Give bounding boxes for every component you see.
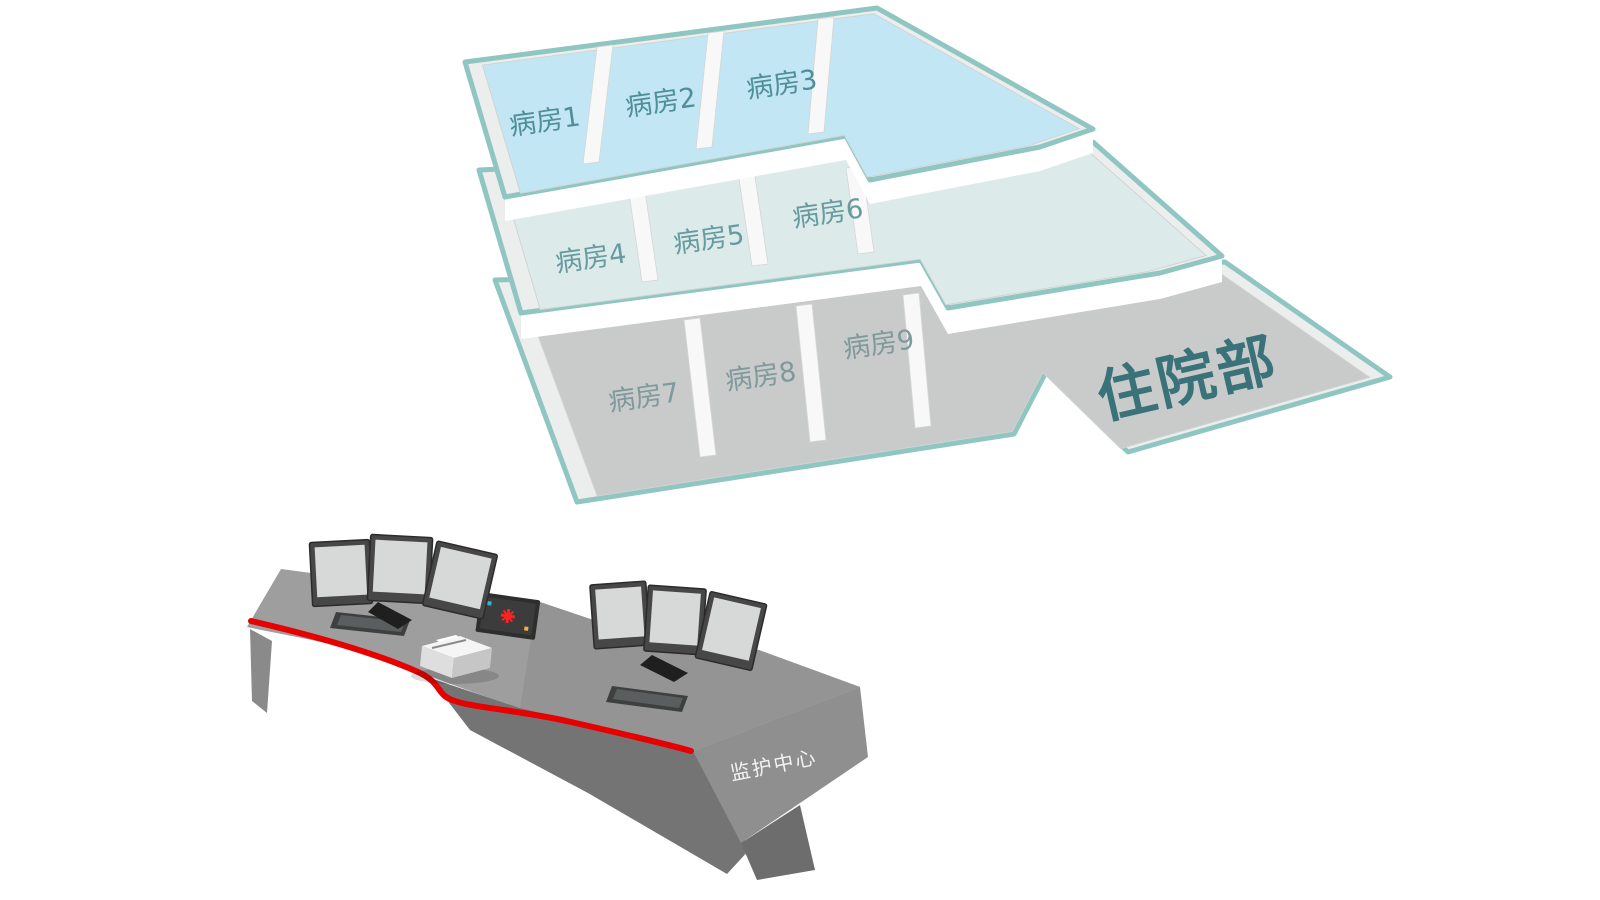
printer — [411, 635, 499, 684]
monitor-bank-left — [308, 533, 498, 620]
floor-gap — [521, 256, 1222, 339]
floor-3-wall-icon — [582, 44, 614, 165]
floor-1-wall-icon — [795, 303, 827, 443]
monitor — [643, 584, 707, 656]
desk-left-leg — [250, 629, 272, 713]
monitor — [422, 540, 498, 620]
desk-right-leg — [741, 805, 815, 880]
monitor-mount — [640, 655, 688, 682]
floor-3-wall-icon — [695, 30, 725, 150]
floor-gap — [505, 129, 1093, 221]
floor-1-surface — [518, 267, 1371, 497]
monitor-mount — [368, 602, 412, 629]
monitor-bank-right — [589, 580, 768, 672]
monitor — [694, 590, 768, 672]
red-cable — [248, 618, 694, 754]
console-front-panel — [693, 687, 868, 843]
floor-3-wall-icon — [807, 16, 835, 135]
monitor — [308, 538, 374, 608]
red-star-icon — [500, 608, 516, 624]
floor-3-surface — [481, 13, 1081, 194]
monitor — [589, 580, 651, 650]
floor-1-wall-icon — [902, 292, 932, 429]
monitoring-console: 监护中心 — [247, 533, 868, 880]
monitor — [366, 533, 434, 605]
keyboard — [606, 686, 688, 712]
floor-3-slab: 病房1 病房2 病房3 — [462, 5, 1096, 200]
desk-pedestal — [430, 678, 750, 874]
floor-1-wall-icon — [683, 317, 717, 458]
floor-1-slab: 病房7 病房8 病房9 住院部 — [492, 259, 1393, 505]
control-panel — [475, 592, 541, 640]
